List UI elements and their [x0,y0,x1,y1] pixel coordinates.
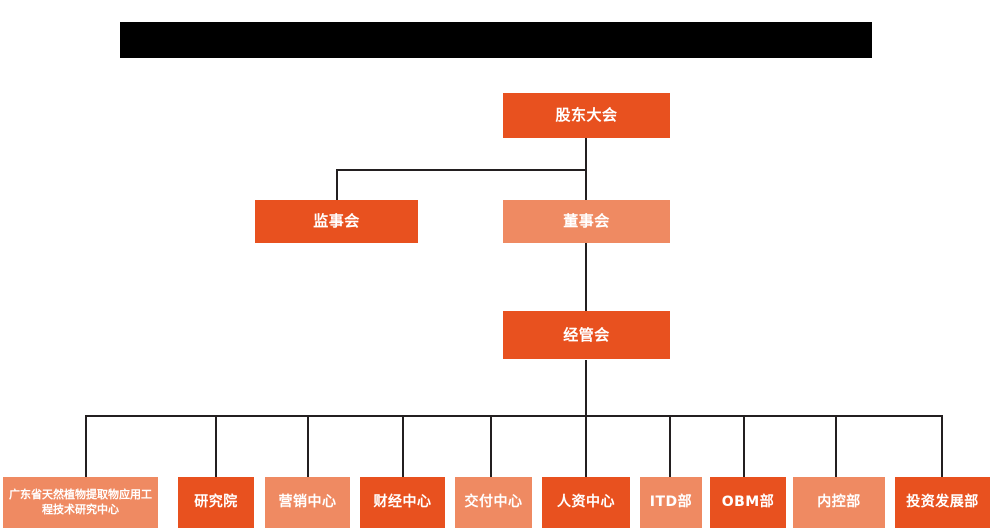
connector-drop-research-institute [215,415,217,477]
node-research-institute[interactable]: 研究院 [178,477,254,528]
connector-drop-itd-dept [669,415,671,477]
connector-management-down [585,360,587,417]
connector-drop-finance-center [402,415,404,477]
node-board-of-directors[interactable]: 董事会 [503,200,670,243]
connector-drop-hr-center [585,415,587,477]
connector-drop-delivery-center [490,415,492,477]
node-finance-center[interactable]: 财经中心 [360,477,445,528]
node-marketing-center[interactable]: 营销中心 [265,477,350,528]
node-delivery-center[interactable]: 交付中心 [455,477,532,528]
node-internal-control-dept[interactable]: 内控部 [793,477,885,528]
node-management-committee[interactable]: 经管会 [503,311,670,359]
connector-drop-marketing-center [307,415,309,477]
connector-drop-internal-control-dept [835,415,837,477]
connector-shareholders-down [585,137,587,209]
connector-supervisors-drop [336,169,338,201]
node-obm-dept[interactable]: OBM部 [710,477,786,528]
connector-drop-gd-research-center [85,415,87,477]
node-gd-natural-plant-extract-research-center[interactable]: 广东省天然植物提取物应用工程技术研究中心 [3,477,158,528]
node-investment-development-dept[interactable]: 投资发展部 [895,477,990,528]
connector-department-bus-bar [85,415,943,417]
connector-drop-investment-dev-dept [941,415,943,477]
node-hr-center[interactable]: 人资中心 [542,477,630,528]
connector-directors-to-management [585,242,587,311]
connector-shareholders-to-supervisors-horizontal [336,169,587,171]
node-shareholders-meeting[interactable]: 股东大会 [503,93,670,138]
node-itd-dept[interactable]: ITD部 [640,477,702,528]
redacted-title-banner [120,22,872,58]
node-board-of-supervisors[interactable]: 监事会 [255,200,418,243]
connector-drop-obm-dept [743,415,745,477]
